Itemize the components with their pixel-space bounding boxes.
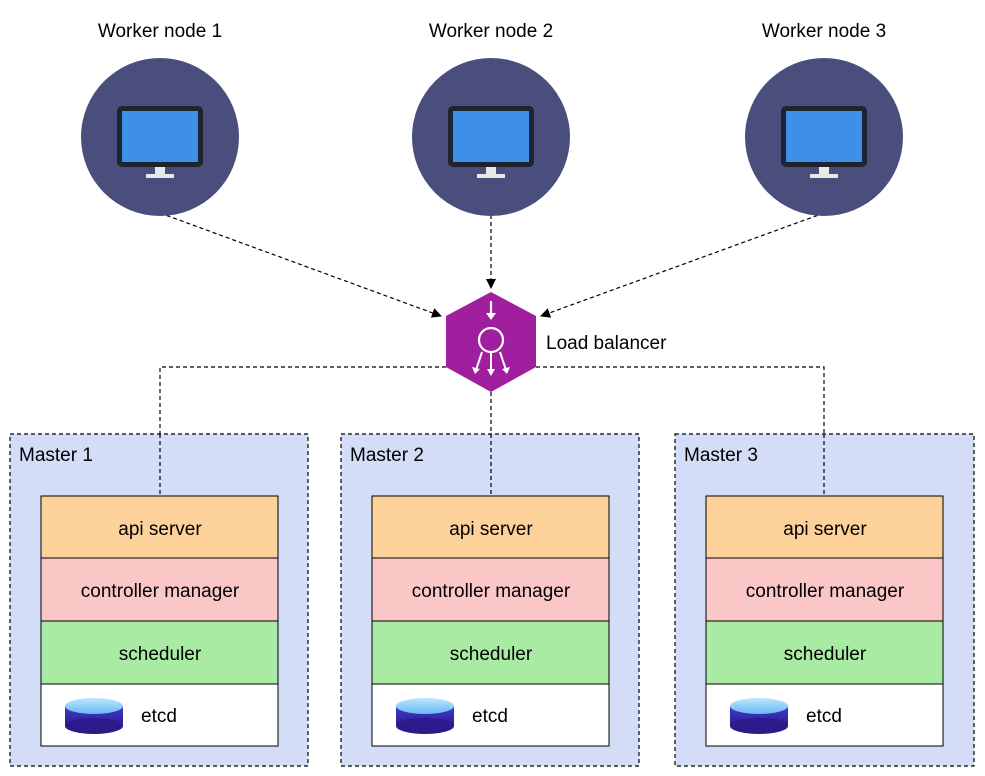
- api-server-label: api server: [449, 519, 533, 540]
- api-server-label: api server: [118, 519, 202, 540]
- master-title: Master 3: [684, 445, 758, 466]
- database-icon: [65, 698, 123, 734]
- load-balancer-hexagon: [446, 292, 536, 392]
- scheduler-label: scheduler: [450, 644, 533, 665]
- controller-manager-box: [705, 557, 944, 622]
- database-icon: [730, 698, 788, 734]
- api-server-label: api server: [783, 519, 867, 540]
- controller-manager-label: controller manager: [412, 581, 571, 602]
- master-title: Master 1: [19, 445, 93, 466]
- master-1: Master 1 api server controller manager s…: [9, 433, 309, 767]
- master-3: Master 3 api server controller manager s…: [674, 433, 975, 767]
- load-balancer: Load balancer: [446, 292, 667, 392]
- controller-manager-box: [371, 557, 610, 622]
- monitor-icon: [117, 106, 203, 178]
- worker-node-label: Worker node 3: [762, 21, 886, 42]
- controller-manager-label: controller manager: [81, 581, 240, 602]
- etcd-label: etcd: [806, 706, 842, 727]
- monitor-icon: [781, 106, 867, 178]
- master-title: Master 2: [350, 445, 424, 466]
- connector-worker-1: [159, 212, 442, 318]
- worker-node-3: Worker node 3: [745, 21, 903, 216]
- worker-node-1: Worker node 1: [81, 21, 239, 216]
- connector-worker-3: [540, 212, 825, 318]
- scheduler-box: [705, 620, 944, 685]
- worker-node-label: Worker node 1: [98, 21, 222, 42]
- scheduler-box: [371, 620, 610, 685]
- scheduler-box: [40, 620, 279, 685]
- worker-node-label: Worker node 2: [429, 21, 553, 42]
- scheduler-label: scheduler: [784, 644, 867, 665]
- scheduler-label: scheduler: [119, 644, 202, 665]
- controller-manager-box: [40, 557, 279, 622]
- api-server-box: [705, 495, 944, 559]
- api-server-box: [40, 495, 279, 559]
- controller-manager-label: controller manager: [746, 581, 905, 602]
- database-icon: [396, 698, 454, 734]
- master-2: Master 2 api server controller manager s…: [340, 433, 640, 767]
- monitor-icon: [448, 106, 534, 178]
- load-balancer-label: Load balancer: [546, 333, 667, 354]
- etcd-label: etcd: [472, 706, 508, 727]
- etcd-label: etcd: [141, 706, 177, 727]
- api-server-box: [371, 495, 610, 559]
- worker-connectors: [159, 212, 825, 318]
- worker-node-2: Worker node 2: [412, 21, 570, 216]
- load-balancer-icon: [446, 292, 536, 392]
